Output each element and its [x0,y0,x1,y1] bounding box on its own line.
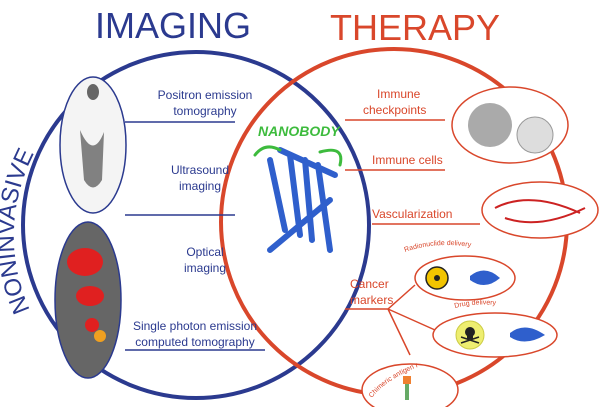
svg-text:Positron emission: Positron emission [158,88,253,102]
svg-text:checkpoints: checkpoints [363,103,426,117]
therapy-labels: Immune checkpoints Immune cells Vascular… [350,87,452,307]
therapy-title: THERAPY [330,7,500,48]
imaging-title: IMAGING [95,5,251,46]
pet-image [59,76,127,214]
imaging-labels: Positron emission tomography Ultrasound … [133,88,257,349]
svg-text:Immune: Immune [377,87,421,101]
radionuclide-label: Radionuclide delivery [403,240,472,254]
svg-text:markers: markers [350,293,393,307]
nanobody-structure [253,145,343,253]
vascular-image [481,181,599,239]
svg-text:Optical: Optical [186,245,223,259]
svg-text:Cancer: Cancer [350,277,389,291]
skull-icon [455,320,485,350]
drug-label: Drug delivery [454,299,497,309]
nanobody-label: NANOBODY [258,123,341,139]
svg-text:imaging: imaging [184,261,226,275]
car-image [361,363,459,407]
svg-text:Vascularization: Vascularization [372,207,452,221]
svg-text:computed tomography: computed tomography [135,335,254,349]
svg-text:Ultrasound: Ultrasound [171,163,229,177]
svg-text:Single photon emission: Single photon emission [133,319,257,333]
svg-text:Immune cells: Immune cells [372,153,443,167]
svg-text:tomography: tomography [173,104,236,118]
imaging-circle [21,50,371,400]
svg-text:imaging: imaging [179,179,221,193]
